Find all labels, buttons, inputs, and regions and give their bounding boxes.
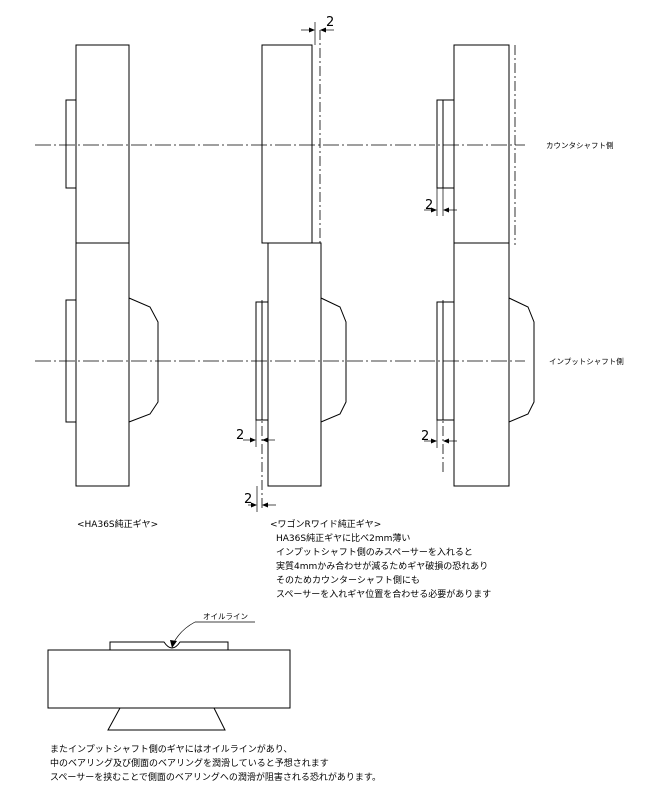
ha36s-input-hub [128, 297, 159, 423]
oil-line-boss [109, 641, 229, 650]
spacer-input-spacer [436, 301, 444, 421]
dimension-2-middle: 2 [236, 428, 244, 443]
spacer-input-hub [508, 297, 535, 423]
oil-line-gear-section: オイルライン [47, 612, 291, 731]
wagonr-gear-set: 2 2 2 [236, 15, 347, 512]
dimension-2-top: 2 [326, 15, 334, 30]
svg-text:スペーサーを挟むことで側面のベアリングへの潤滑が阻害される恐: スペーサーを挟むことで側面のベアリングへの潤滑が阻害される恐れがあります。 [50, 771, 381, 783]
svg-text:中のベアリング及び側面のベアリングを潤滑していると予想されま: 中のベアリング及び側面のベアリングを潤滑していると予想されます [50, 757, 329, 769]
counter-shaft-label: カウンタシャフト側 [546, 140, 614, 150]
svg-text:またインプットシャフト側のギヤにはオイルラインがあり、: またインプットシャフト側のギヤにはオイルラインがあり、 [50, 743, 292, 755]
dimension-2-input: 2 [421, 429, 429, 444]
oil-line-hub [107, 707, 226, 731]
wagonr-input-hub [320, 297, 347, 423]
spacer-counter-gear [453, 44, 510, 244]
oil-line-label: オイルライン [203, 612, 248, 621]
ha36s-counter-boss [65, 99, 77, 189]
oil-line-gear-body [47, 649, 291, 709]
spacer-counter-spacer [436, 99, 444, 189]
spacer-gear-set: 2 2 [421, 44, 535, 487]
dimension-2-counter: 2 [425, 198, 433, 213]
svg-text:スペーサーを入れギヤ位置を合わせる必要があります: スペーサーを入れギヤ位置を合わせる必要があります [276, 588, 491, 600]
wagonr-counter-gear [261, 44, 313, 244]
svg-text:そのためカウンターシャフト側にも: そのためカウンターシャフト側にも [276, 574, 420, 586]
wagonr-input-gear [267, 242, 322, 487]
svg-text:<ワゴンRワイド純正ギヤ>: <ワゴンRワイド純正ギヤ> [270, 518, 381, 530]
ha36s-counter-gear [75, 44, 130, 244]
ha36s-input-gear [75, 242, 130, 487]
spacer-counter-boss [442, 99, 455, 189]
svg-text:インプットシャフト側のみスペーサーを入れると: インプットシャフト側のみスペーサーを入れると [276, 546, 473, 558]
svg-text:実質4mmかみ合わせが減るためギヤ破損の恐れあり: 実質4mmかみ合わせが減るためギヤ破損の恐れあり [276, 560, 488, 572]
oil-line-caption: またインプットシャフト側のギヤにはオイルラインがあり、 中のベアリング及び側面の… [50, 743, 381, 783]
ha36s-gear-set [65, 44, 159, 487]
dimension-2-lower: 2 [244, 492, 252, 507]
input-shaft-label: インプットシャフト側 [549, 356, 624, 366]
spacer-input-gear [453, 242, 510, 487]
ha36s-input-boss [65, 299, 77, 423]
wagonr-caption: <ワゴンRワイド純正ギヤ> HA36S純正ギヤに比べ2mm薄い インプットシャフ… [270, 518, 491, 600]
ha36s-caption: <HA36S純正ギヤ> [77, 518, 158, 530]
svg-text:HA36S純正ギヤに比べ2mm薄い: HA36S純正ギヤに比べ2mm薄い [276, 532, 410, 544]
